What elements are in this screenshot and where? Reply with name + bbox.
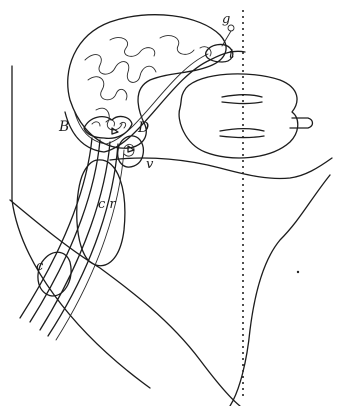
cord-lower-slit <box>220 129 264 138</box>
label-D: D <box>137 120 149 136</box>
label-B: B <box>58 119 69 135</box>
label-c: c <box>36 259 44 274</box>
outline-base <box>10 200 240 406</box>
tract-1 <box>20 138 92 318</box>
outline-upper-margin <box>110 158 332 179</box>
label-g: g <box>222 12 230 27</box>
outline-right-lobe <box>230 175 330 406</box>
outline-left-edge <box>12 66 150 388</box>
cord-outline <box>179 74 298 158</box>
cord-upper-slit <box>222 95 262 104</box>
label-cr: c r <box>98 197 116 212</box>
label-t: t <box>229 47 235 62</box>
cord-right-notch <box>290 118 313 128</box>
dot <box>297 271 299 273</box>
label-v: v <box>146 157 154 172</box>
